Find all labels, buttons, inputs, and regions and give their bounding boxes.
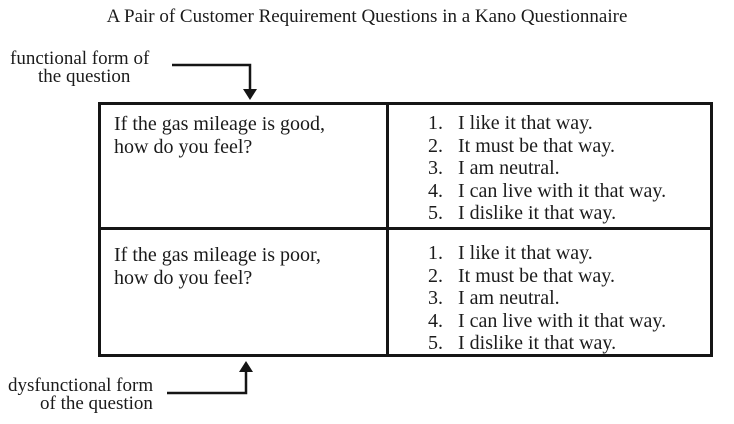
dysfunctional-form-label-line2: of the question <box>40 393 153 414</box>
option-number: 2. <box>428 134 443 157</box>
option-item: 4. I can live with it that way. <box>428 310 708 333</box>
option-number: 5. <box>428 202 443 224</box>
table-row-dysfunctional: If the gas mileage is poor, how do you f… <box>101 230 710 354</box>
option-item: 2. It must be that way. <box>428 265 708 288</box>
functional-arrow-line <box>172 63 252 90</box>
question-text-line2: how do you feel? <box>114 267 253 289</box>
option-text: I can live with it that way. <box>458 179 667 202</box>
figure-title: A Pair of Customer Requirement Questions… <box>106 6 628 27</box>
option-text: It must be that way. <box>458 264 616 287</box>
option-text: I like it that way. <box>458 112 593 134</box>
options-cell-dysfunctional: 1. I like it that way. 2. It must be tha… <box>389 230 710 354</box>
option-item: 5. I dislike it that way. <box>428 332 708 354</box>
option-item: 5. I dislike it that way. <box>428 202 708 225</box>
option-item: 4. I can live with it that way. <box>428 180 708 203</box>
question-text-line2: how do you feel? <box>114 136 253 158</box>
option-text: It must be that way. <box>458 134 616 157</box>
option-item: 1. I like it that way. <box>428 242 708 265</box>
option-number: 5. <box>428 332 443 354</box>
option-number: 1. <box>428 112 443 134</box>
table-row-functional: If the gas mileage is good, how do you f… <box>101 105 710 230</box>
dysfunctional-arrow-line <box>167 371 248 395</box>
dysfunctional-form-label-line1: dysfunctional form <box>8 375 154 396</box>
functional-arrowhead-down-icon <box>243 89 257 100</box>
kano-question-table: If the gas mileage is good, how do you f… <box>98 102 713 357</box>
option-text: I dislike it that way. <box>458 202 617 224</box>
option-text: I am neutral. <box>458 287 560 309</box>
option-number: 3. <box>428 157 443 179</box>
question-text-line1: If the gas mileage is good, <box>114 113 326 135</box>
options-cell-functional: 1. I like it that way. 2. It must be tha… <box>389 105 710 227</box>
option-item: 2. It must be that way. <box>428 135 708 158</box>
option-item: 1. I like it that way. <box>428 112 708 135</box>
question-cell-functional: If the gas mileage is good, how do you f… <box>101 105 389 227</box>
option-number: 4. <box>428 309 443 332</box>
functional-form-label-line2: the question <box>38 66 131 87</box>
option-item: 3. I am neutral. <box>428 157 708 180</box>
option-item: 3. I am neutral. <box>428 287 708 310</box>
question-text-line1: If the gas mileage is poor, <box>114 244 321 266</box>
option-number: 2. <box>428 264 443 287</box>
option-text: I dislike it that way. <box>458 332 617 354</box>
question-cell-dysfunctional: If the gas mileage is poor, how do you f… <box>101 230 389 354</box>
option-text: I like it that way. <box>458 242 593 264</box>
option-text: I am neutral. <box>458 157 560 179</box>
option-text: I can live with it that way. <box>458 309 667 332</box>
option-number: 3. <box>428 287 443 309</box>
option-number: 4. <box>428 179 443 202</box>
functional-form-label-line1: functional form of <box>10 48 150 69</box>
dysfunctional-arrowhead-up-icon <box>239 361 253 372</box>
option-number: 1. <box>428 242 443 264</box>
